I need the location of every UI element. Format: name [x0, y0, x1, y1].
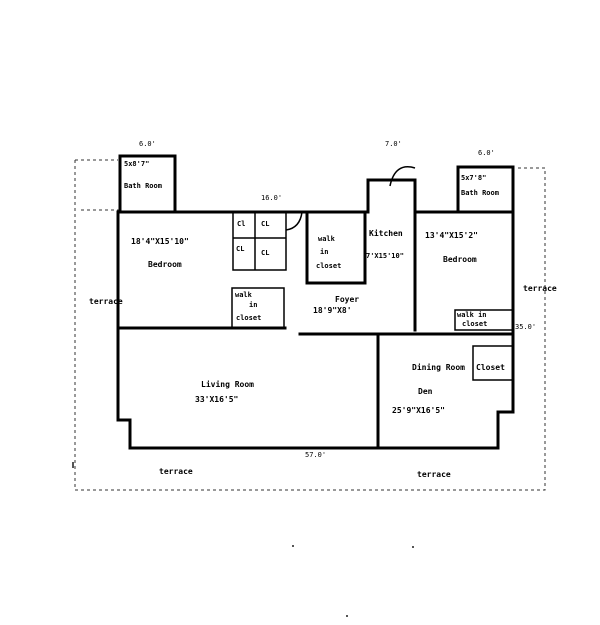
room-bath-right: 5x7'8" Bath Room: [461, 174, 499, 197]
terrace-left: terrace: [89, 297, 123, 306]
kitchen-size: 7'X15'10": [366, 252, 404, 260]
dim-top-left: 6.0': [139, 140, 156, 148]
living-size: 33'X16'5": [195, 395, 238, 404]
closet-cl4: CL: [261, 249, 269, 257]
dim-bottom: 57.0': [305, 451, 326, 459]
scan-specks: [72, 462, 414, 617]
foyer-size: 18'9"X8': [313, 306, 352, 315]
dim-top-mid: 7.0': [385, 140, 402, 148]
terrace-bottom-left: terrace: [159, 467, 193, 476]
room-kitchen: Kitchen 7'X15'10": [366, 228, 404, 260]
closet-cl1: Cl: [237, 220, 245, 228]
room-living: Living Room 33'X16'5": [195, 379, 254, 404]
den-size: 25'9"X16'5": [392, 406, 445, 415]
dining-name: Dining Room: [412, 362, 465, 372]
dim-hall: 16.0': [261, 194, 282, 202]
walkin-right-line2: closet: [462, 320, 487, 328]
terrace-labels: terrace terrace terrace terrace: [89, 284, 557, 479]
bath-right-name: Bath Room: [461, 189, 499, 197]
bedroom-left-size: 18'4"X15'10": [131, 237, 189, 246]
room-dining: Dining Room Closet: [412, 362, 505, 372]
den-name: Den: [418, 387, 433, 396]
bedroom-left-name: Bedroom: [148, 260, 182, 269]
walkin-right-line1: walk in: [457, 311, 487, 319]
foyer-name: Foyer: [335, 295, 359, 304]
closets-small: Cl CL CL CL: [236, 220, 269, 257]
walkin-closet-left: walk in closet: [235, 291, 261, 322]
walkin-closet-right: walk in closet: [457, 311, 487, 328]
terrace-bottom-right: terrace: [417, 470, 451, 479]
closet-cl3: CL: [236, 245, 244, 253]
terrace-right: terrace: [523, 284, 557, 293]
walkin-left-line2: in: [249, 301, 257, 309]
living-name: Living Room: [201, 379, 254, 389]
dining-closet: Closet: [476, 363, 505, 372]
room-foyer: Foyer 18'9"X8': [313, 295, 359, 315]
walkin-center-line2: in: [320, 248, 328, 256]
room-bath-left: 5x8'7" Bath Room: [124, 160, 162, 190]
kitchen-name: Kitchen: [369, 228, 403, 238]
exterior-walls: [116, 154, 515, 450]
closet-cl2: CL: [261, 220, 269, 228]
walkin-closet-center: walk in closet: [316, 235, 341, 270]
interior-walls: [116, 166, 515, 450]
dim-right-side: 35.0': [515, 323, 536, 331]
room-den: Den 25'9"X16'5": [392, 387, 445, 415]
walkin-center-line3: closet: [316, 262, 341, 270]
dimensions: 6.0' 7.0' 6.0' 16.0' 35.0' 57.0': [139, 140, 536, 459]
dim-top-right: 6.0': [478, 149, 495, 157]
walkin-center-line1: walk: [318, 235, 336, 243]
room-bedroom-left: 18'4"X15'10" Bedroom: [131, 237, 189, 269]
bath-right-size: 5x7'8": [461, 174, 486, 182]
room-bedroom-right: 13'4"X15'2" Bedroom: [425, 231, 478, 264]
walkin-left-line3: closet: [236, 314, 261, 322]
walkin-left-line1: walk: [235, 291, 253, 299]
terrace-outline: [74, 159, 546, 491]
bath-left-name: Bath Room: [124, 182, 162, 190]
bedroom-right-size: 13'4"X15'2": [425, 231, 478, 240]
bath-left-size: 5x8'7": [124, 160, 149, 168]
bedroom-right-name: Bedroom: [443, 255, 477, 264]
